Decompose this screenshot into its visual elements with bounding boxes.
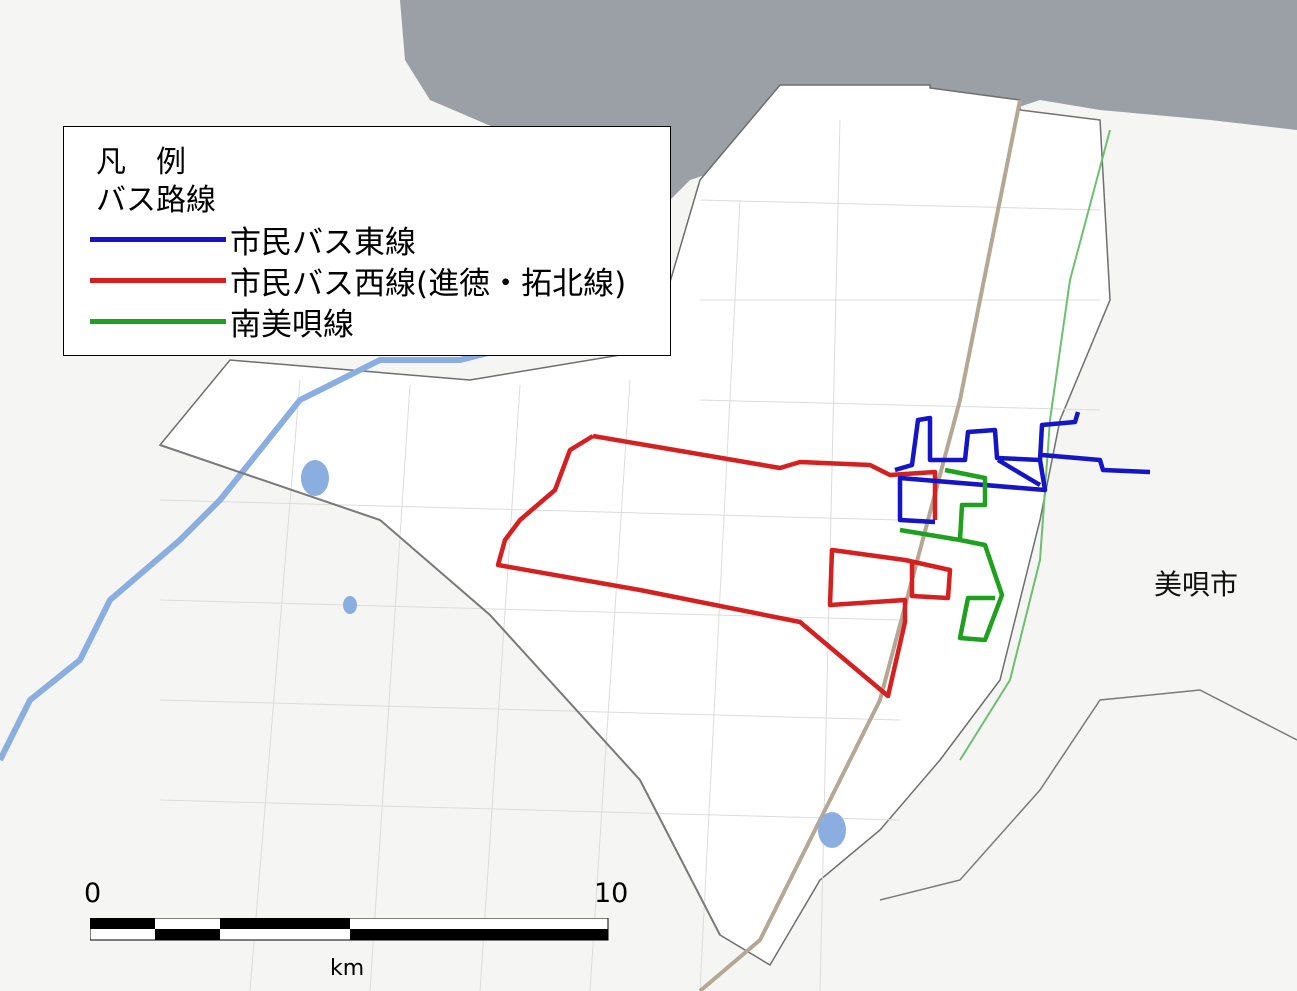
- scale-bar: [90, 918, 609, 941]
- city-label: 美唄市: [1154, 568, 1239, 601]
- legend-heading: 凡 例: [96, 145, 186, 180]
- legend-item-east: 市民バス東線: [90, 219, 416, 261]
- scale-unit: km: [330, 956, 365, 981]
- legend-label: 市民バス西線(進徳・拓北線): [230, 265, 627, 302]
- scale-start: 0: [84, 878, 102, 909]
- legend-item-west: 市民バス西線(進徳・拓北線): [90, 260, 627, 302]
- municipal-boundary: [879, 689, 1297, 901]
- route-south-bibai: [899, 467, 1005, 643]
- legend-label: 南美唄線: [230, 306, 354, 343]
- route-east: [894, 411, 1151, 525]
- legend-subheading: バス路線: [96, 183, 216, 218]
- lake: [343, 596, 357, 614]
- legend-box: 凡 例 バス路線 市民バス東線 市民バス西線(進徳・拓北線) 南美唄線: [63, 126, 671, 356]
- west-line-swatch: [90, 277, 226, 283]
- scale-end: 10: [594, 878, 629, 909]
- road-grid: [159, 119, 1101, 991]
- lake: [818, 812, 846, 848]
- east-line-swatch: [90, 236, 226, 242]
- railway-line: [698, 99, 1022, 991]
- municipal-boundary: [159, 444, 721, 936]
- legend-item-south: 南美唄線: [90, 301, 354, 343]
- south-line-swatch: [90, 318, 226, 324]
- route-west: [495, 433, 953, 699]
- lake: [301, 460, 329, 496]
- legend-label: 市民バス東線: [230, 224, 416, 261]
